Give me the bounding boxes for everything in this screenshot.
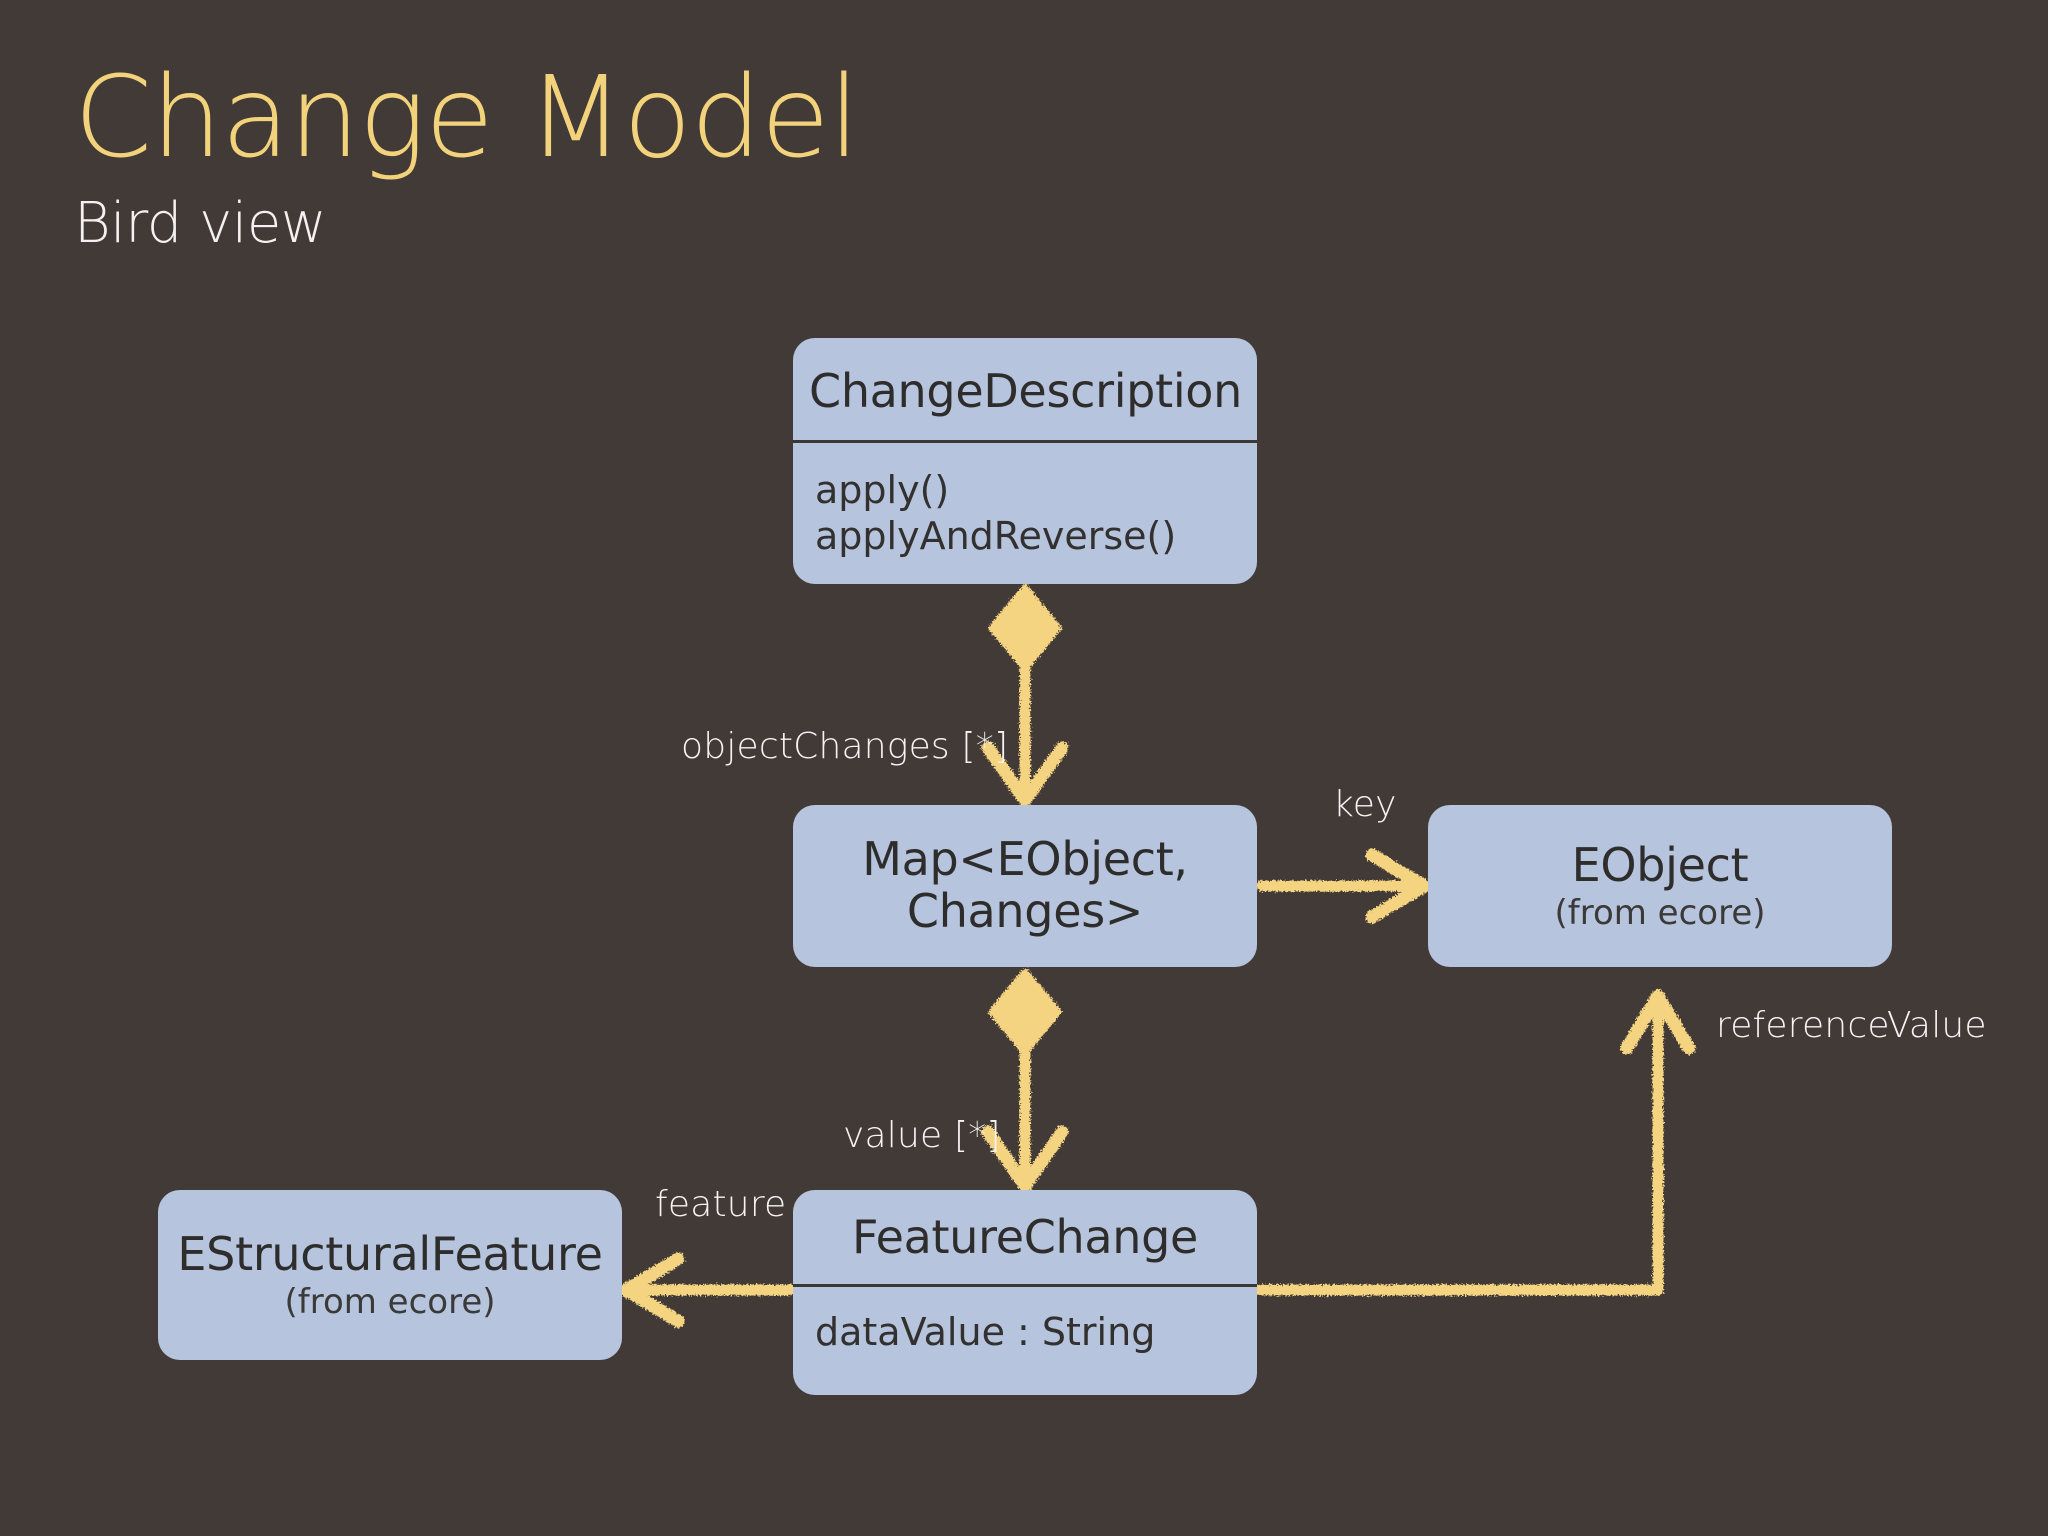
uml-class-name-line1: Map<EObject, — [862, 832, 1188, 887]
uml-class-map[interactable]: Map<EObject, Changes> — [793, 805, 1257, 967]
edge-key — [1256, 848, 1431, 924]
uml-class-header: FeatureChange — [793, 1190, 1257, 1284]
uml-class-header: ChangeDescription — [793, 338, 1257, 440]
uml-class-change-description[interactable]: ChangeDescription apply() applyAndRevers… — [793, 338, 1257, 584]
uml-compartment-divider — [793, 1283, 1257, 1287]
page-title: Change Model — [74, 53, 860, 183]
title-block: Change Model Bird view — [74, 62, 1174, 252]
uml-class-eobject[interactable]: EObject (from ecore) — [1428, 805, 1892, 967]
uml-class-estructural-feature[interactable]: EStructuralFeature (from ecore) — [158, 1190, 622, 1360]
uml-member: applyAndReverse() — [815, 513, 1177, 558]
edge-reference-value — [1254, 989, 1696, 1296]
uml-class-feature-change[interactable]: FeatureChange dataValue : String — [793, 1190, 1257, 1395]
edge-label-reference-value: referenceValue — [1716, 1005, 1987, 1046]
uml-class-name: EObject — [1571, 838, 1749, 893]
uml-class-origin: (from ecore) — [1554, 892, 1766, 933]
edge-label-value: value [*] — [843, 1115, 1001, 1156]
uml-class-header: EObject (from ecore) — [1554, 840, 1765, 932]
uml-compartment-divider — [793, 439, 1257, 443]
uml-class-name: EStructuralFeature — [177, 1227, 603, 1282]
uml-member: dataValue : String — [815, 1309, 1156, 1354]
edge-label-object-changes: objectChanges [*] — [681, 726, 1009, 767]
uml-class-name-line2: Changes> — [906, 884, 1144, 938]
uml-class-name: FeatureChange — [851, 1210, 1199, 1264]
page-subtitle: Bird view — [74, 191, 327, 256]
uml-class-name: ChangeDescription — [809, 364, 1243, 418]
edge-object-changes — [981, 584, 1069, 807]
uml-class-header: Map<EObject, Changes> — [842, 834, 1208, 937]
uml-member: apply() — [815, 467, 950, 512]
uml-class-header: EStructuralFeature (from ecore) — [177, 1229, 602, 1321]
edge-label-key: key — [1333, 784, 1397, 825]
edge-label-feature: feature — [655, 1184, 787, 1225]
uml-attributes-compartment: dataValue : String — [793, 1287, 1257, 1371]
edge-feature — [619, 1252, 796, 1328]
uml-operations-compartment: apply() applyAndReverse() — [793, 443, 1257, 574]
uml-class-origin: (from ecore) — [284, 1281, 496, 1322]
